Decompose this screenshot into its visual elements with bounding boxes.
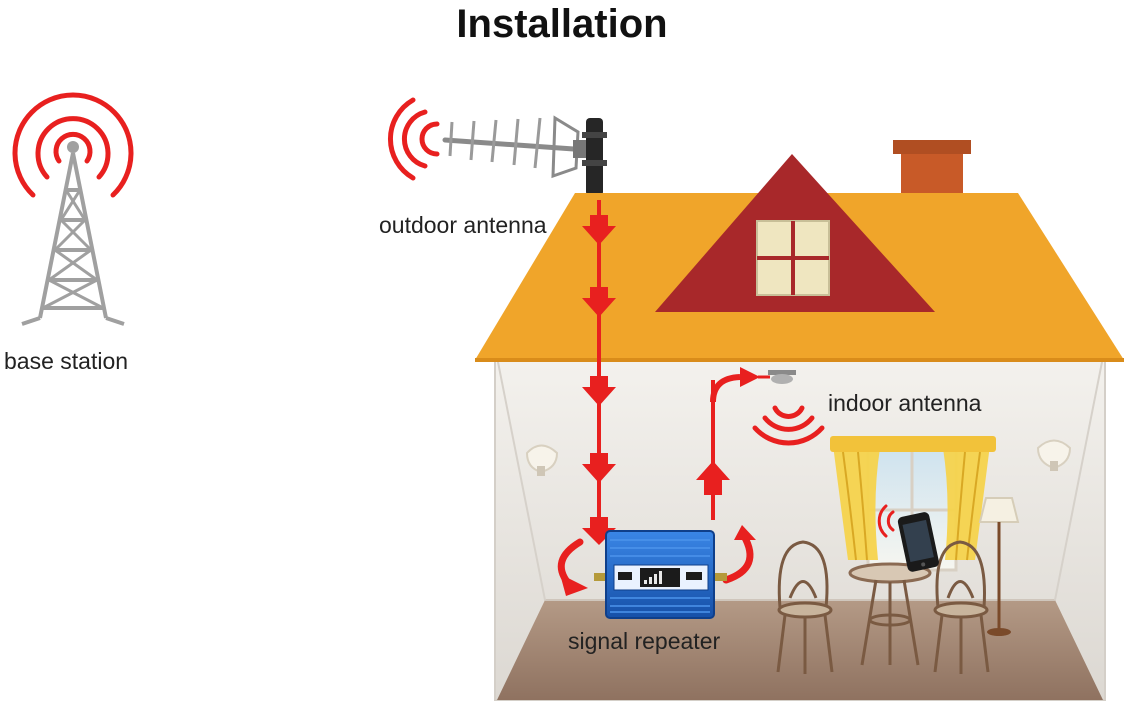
diagram-title: Installation	[456, 2, 668, 46]
curved-arrow-input	[557, 538, 588, 596]
smartphone-icon	[877, 504, 939, 572]
label-indoor-antenna: indoor antenna	[828, 390, 982, 416]
signal-wave-icon	[752, 405, 825, 446]
floor	[497, 600, 1103, 700]
label-signal-repeater: signal repeater	[568, 628, 721, 654]
indoor-antenna	[752, 370, 825, 446]
label-outdoor-antenna: outdoor antenna	[379, 212, 547, 238]
antenna-mast	[586, 118, 603, 196]
base-station-tower	[12, 92, 134, 326]
outdoor-antenna	[388, 97, 607, 196]
signal-wave-icon	[877, 504, 895, 538]
wall-lamp-right	[1036, 439, 1072, 471]
yagi-antenna-icon	[442, 115, 607, 196]
cell-tower-icon	[21, 141, 125, 326]
signal-path-down	[582, 200, 616, 545]
bistro-furniture	[776, 540, 990, 674]
wall-lamp-left	[525, 444, 559, 476]
signal-wave-icon	[12, 92, 134, 198]
label-base-station: base station	[4, 348, 129, 374]
repeater-output-port	[712, 573, 727, 581]
signal-repeater	[594, 530, 727, 619]
repeater-box-icon	[605, 530, 715, 619]
arrow-icon	[582, 215, 616, 545]
curved-arrow-output	[722, 525, 756, 584]
arrow-icon	[696, 461, 730, 495]
ceiling-antenna-icon	[768, 370, 796, 384]
floor-lamp	[978, 497, 1020, 636]
signal-wave-icon	[388, 97, 440, 181]
repeater-input-port	[594, 573, 609, 581]
signal-path-up	[696, 367, 770, 520]
